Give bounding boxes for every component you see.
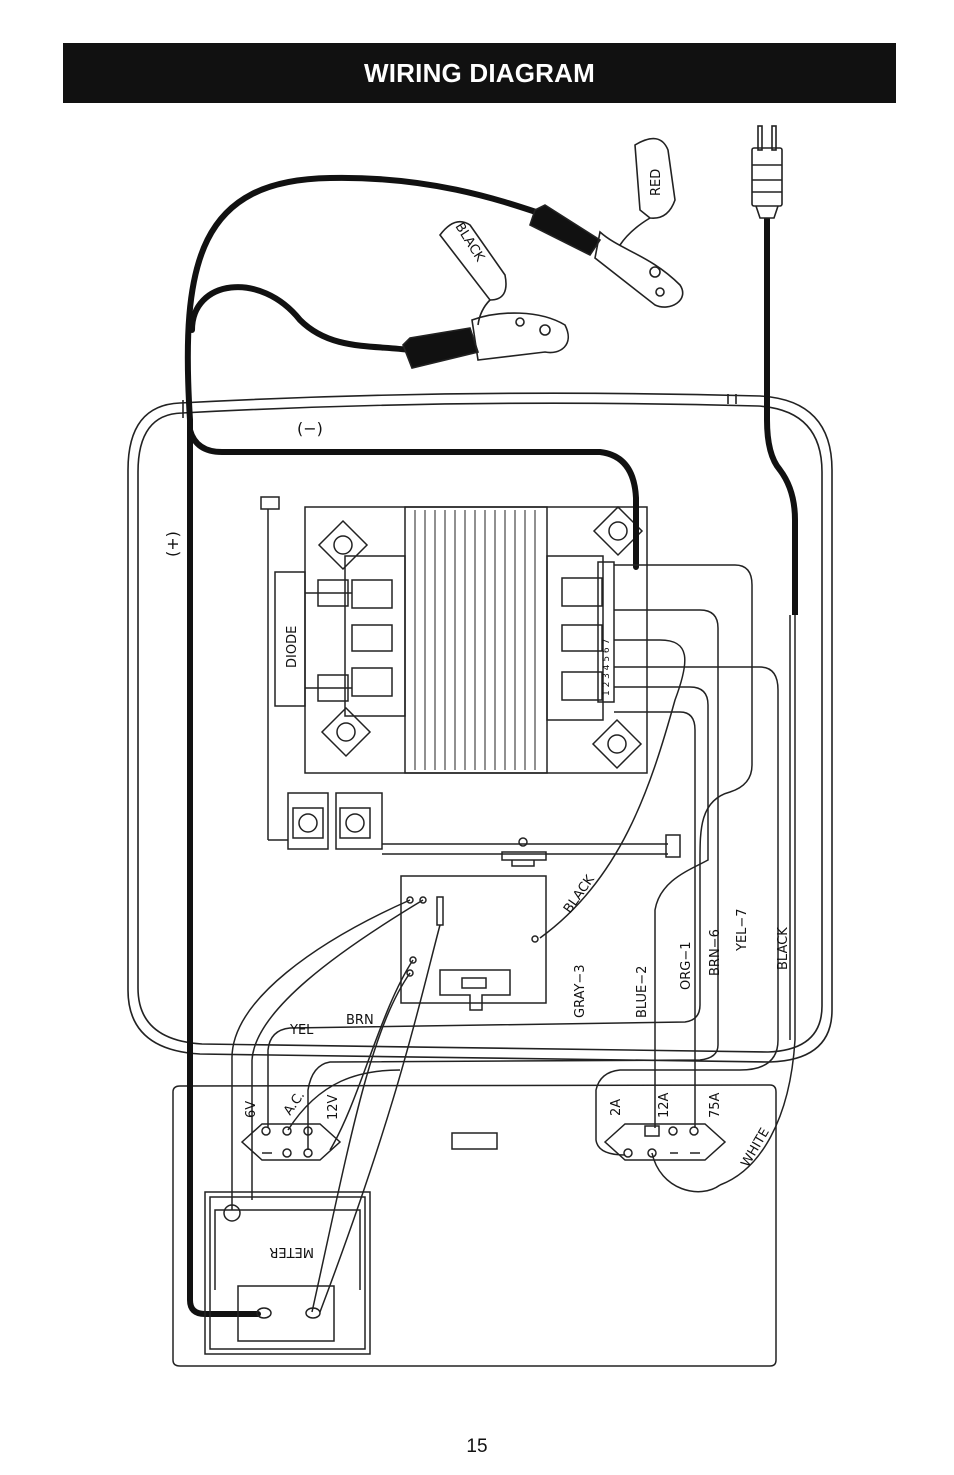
timer-board bbox=[400, 875, 547, 1011]
label-clamp-red: RED bbox=[649, 169, 664, 196]
label-tap-numbers: 1 2 3 4 5 6 7 bbox=[602, 639, 612, 696]
label-wire-black-cord: BLACK bbox=[776, 927, 791, 970]
label-white: WHITE bbox=[738, 1126, 772, 1170]
label-ac: A.C. bbox=[281, 1088, 308, 1118]
label-positive: (+) bbox=[163, 531, 182, 557]
voltage-selector-switch bbox=[240, 1123, 342, 1161]
label-6v: 6V bbox=[244, 1101, 259, 1118]
label-12v: 12V bbox=[326, 1094, 341, 1120]
diode-assembly bbox=[260, 496, 352, 840]
power-cord bbox=[719, 125, 798, 1186]
label-wire-blue: BLUE−2 bbox=[635, 966, 650, 1018]
label-wire-yel: YEL−7 bbox=[735, 908, 750, 952]
label-wire-brn: BRN−6 bbox=[708, 929, 723, 976]
label-75a: 75A bbox=[708, 1092, 723, 1118]
red-clamp-icon bbox=[529, 137, 684, 308]
current-selector-switch bbox=[603, 1123, 727, 1161]
charger-housing bbox=[127, 392, 833, 1063]
mounting-bolts bbox=[317, 505, 644, 770]
label-wire-gray: GRAY−3 bbox=[573, 964, 588, 1018]
label-yel: YEL bbox=[289, 1023, 314, 1038]
black-clamp-icon bbox=[402, 220, 569, 369]
ammeter bbox=[204, 1191, 371, 1355]
page-title: WIRING DIAGRAM bbox=[364, 57, 595, 88]
label-2a: 2A bbox=[609, 1099, 624, 1116]
label-meter: METER bbox=[269, 1244, 314, 1259]
signal-wires bbox=[231, 564, 779, 1313]
front-panel bbox=[172, 1084, 777, 1367]
label-12a: 12A bbox=[657, 1092, 672, 1118]
label-wire-black-timer: BLACK bbox=[561, 872, 598, 916]
label-wire-org: ORG−1 bbox=[679, 941, 694, 990]
diagram-labels: BLACK RED (−) (+) DIODE 1 2 3 4 5 6 7 BL… bbox=[163, 169, 791, 1259]
output-terminals bbox=[268, 792, 681, 867]
title-banner: WIRING DIAGRAM bbox=[63, 43, 896, 103]
page-number: 15 bbox=[466, 1436, 488, 1457]
transformer bbox=[304, 505, 648, 774]
label-negative: (−) bbox=[297, 419, 323, 438]
label-brn: BRN bbox=[346, 1013, 374, 1028]
plug-icon bbox=[751, 125, 783, 219]
label-diode: DIODE bbox=[285, 626, 300, 668]
